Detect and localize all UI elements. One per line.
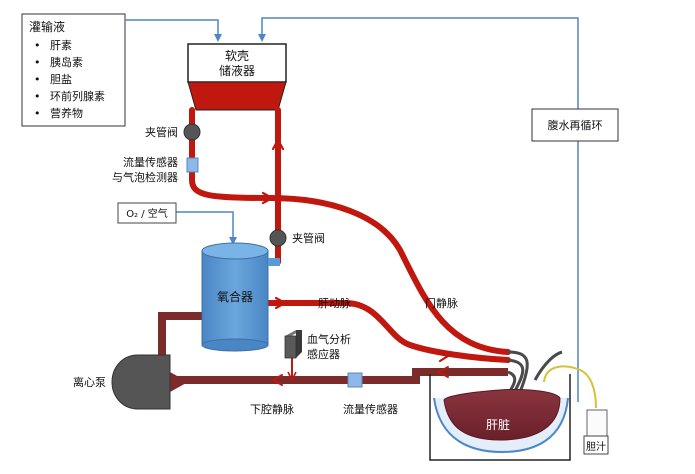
arrow-right-icon [438,349,451,363]
arrow-down-icon [287,371,297,382]
ivc-label: 下腔静脉 [250,402,294,416]
portal-vein-tube [189,107,511,355]
bile-line [543,365,597,409]
clamp-valve-top [183,123,201,141]
liver-organ [443,389,561,441]
arrow-left-icon [436,366,449,378]
arrow-right-icon [261,191,275,205]
ascites-recirculation-line [258,17,579,402]
flow-bubble-sensor [186,157,199,173]
oxygenator-label: 氧合器 [217,289,253,304]
liver-basin: 肝脏 [429,374,571,461]
portal-vein-label: 门静脉 [425,296,458,310]
venous-lines [158,312,508,384]
bullet: • [34,56,41,69]
bullet: • [34,107,41,120]
blood-gas-label-2: 感应器 [307,347,340,361]
pump-to-oxygenator-tube [158,312,202,356]
reservoir: 软壳 储液器 [187,43,287,111]
infusion-item-insulin: 胰岛素 [50,55,83,69]
liver-label: 肝脏 [486,417,510,432]
infusion-title: 灌输液 [29,19,65,34]
ascites-box: 腹水再循环 [531,108,619,142]
o2-air-label: O₂ / 空气 [126,207,168,220]
clamp-valve-mid [269,229,287,247]
hepatic-artery-tube [265,300,511,363]
infusion-box: 灌输液 • 肝素 • 胰岛素 • 胆盐 • 环前列腺素 • 营养物 [21,13,126,127]
centrifugal-pump [111,354,171,410]
reservoir-label-2: 储液器 [219,63,255,78]
infusion-item-prostacyclin: 环前列腺素 [50,89,105,103]
flow-bubble-label-1: 流量传感器 [123,155,178,169]
reservoir-label-1: 软壳 [225,49,249,63]
infusion-item-bile-salts: 胆盐 [50,73,72,86]
clamp-top-label: 夹管阀 [145,125,178,139]
ascites-label: 腹水再循环 [548,118,603,132]
flow-sensor-label: 流量传感器 [343,402,398,416]
arrow-up-icon [271,137,285,151]
blood-gas-sensor [284,330,302,359]
blood-gas-label-1: 血气分析 [307,332,351,346]
flow-sensor [347,372,363,388]
infusion-item-nutrition: 营养物 [50,106,83,120]
centrifugal-pump-label: 离心泵 [73,375,106,389]
bile-label: 胆汁 [586,440,606,453]
infusion-item-heparin: 肝素 [50,39,72,52]
oxygenator-outlet [268,258,280,266]
infusion-line [125,19,222,42]
bullet: • [34,39,41,52]
o2-air-box: O₂ / 空气 [117,202,177,224]
bullet: • [34,73,41,86]
flow-bubble-label-2: 与气泡检测器 [112,170,178,184]
ivc-return-tube [170,368,508,384]
bullet: • [34,90,41,103]
venous-arrows [270,366,449,386]
arrow-right-icon [274,296,288,310]
bile-bottle: 胆汁 [583,409,609,455]
pump-outlet-junction [170,372,188,392]
oxygenator: 氧合器 [201,242,280,352]
arrow-left-icon [270,374,283,386]
hepatic-artery-label: 肝动脉 [318,296,351,310]
clamp-mid-label: 夹管阀 [292,231,325,245]
flow-arrows [261,137,451,363]
